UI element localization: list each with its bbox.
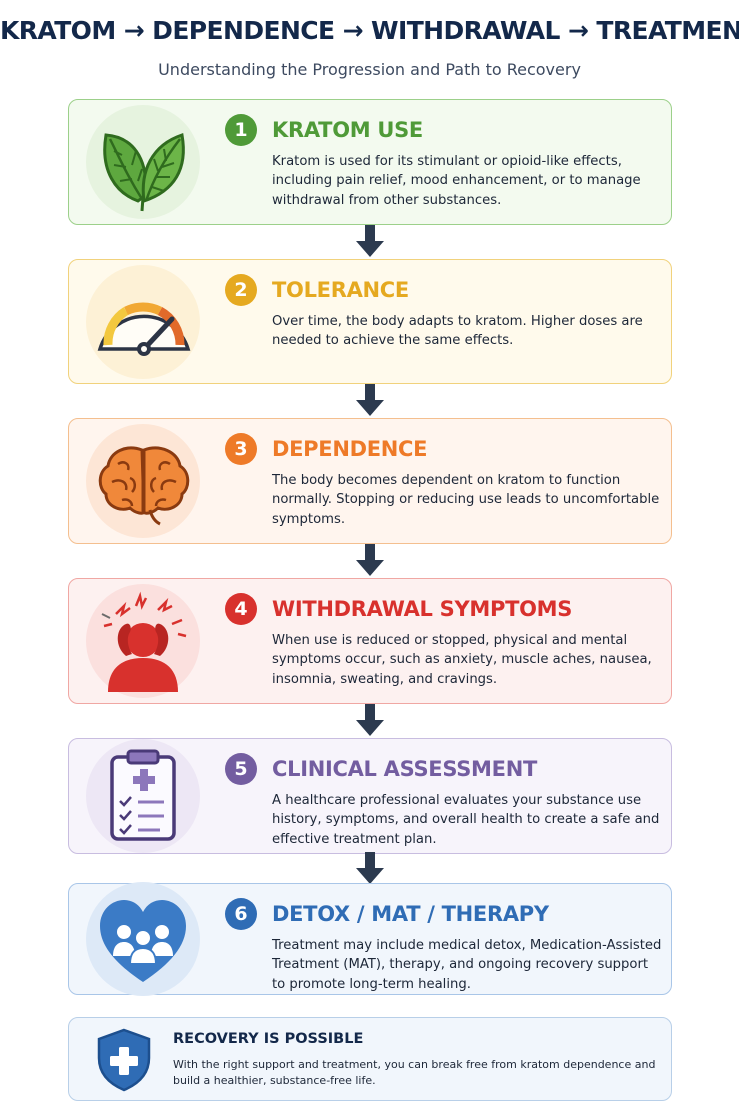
step-title: WITHDRAWAL SYMPTOMS xyxy=(272,597,573,621)
leaves-icon xyxy=(86,105,201,220)
step-title: TOLERANCE xyxy=(272,278,409,302)
step-title: DEPENDENCE xyxy=(272,437,428,461)
step-number-badge: 1 xyxy=(225,114,257,146)
down-arrow-icon xyxy=(354,852,386,886)
down-arrow-icon xyxy=(354,704,386,738)
step-description: Over time, the body adapts to kratom. Hi… xyxy=(272,314,643,349)
recovery-banner: RECOVERY IS POSSIBLE With the right supp… xyxy=(68,1017,672,1101)
brain-icon xyxy=(86,424,201,539)
step-description: A healthcare professional evaluates your… xyxy=(272,793,660,847)
down-arrow-icon xyxy=(354,544,386,578)
step-description: The body becomes dependent on kratom to … xyxy=(272,473,660,527)
step-tolerance: 2 TOLERANCE Over time, the body adapts t… xyxy=(68,259,672,384)
shield-cross-icon xyxy=(95,1028,153,1092)
recovery-description: With the right support and treatment, yo… xyxy=(173,1058,656,1087)
step-description: Kratom is used for its stimulant or opio… xyxy=(272,154,641,208)
step-clinical-assessment: 5 CLINICAL ASSESSMENT A healthcare profe… xyxy=(68,738,672,854)
headache-person-icon xyxy=(86,584,201,699)
step-number-badge: 6 xyxy=(225,898,257,930)
step-detox-mat-therapy: 6 DETOX / MAT / THERAPY Treatment may in… xyxy=(68,882,672,997)
step-title: KRATOM USE xyxy=(272,118,423,142)
page-subtitle: Understanding the Progression and Path t… xyxy=(158,60,581,79)
step-number-badge: 2 xyxy=(225,274,257,306)
down-arrow-icon xyxy=(354,384,386,418)
step-kratom-use: 1 KRATOM USE Kratom is used for its stim… xyxy=(68,99,672,225)
down-arrow-icon xyxy=(354,225,386,259)
step-description: When use is reduced or stopped, physical… xyxy=(272,633,652,687)
step-dependence: 3 DEPENDENCE The body becomes dependent … xyxy=(68,418,672,544)
gauge-icon xyxy=(86,265,201,380)
family-heart-icon xyxy=(86,882,201,997)
recovery-title: RECOVERY IS POSSIBLE xyxy=(173,1031,364,1047)
step-number-badge: 4 xyxy=(225,593,257,625)
step-withdrawal-symptoms: 4 WITHDRAWAL SYMPTOMS When use is reduce… xyxy=(68,578,672,704)
step-number-badge: 5 xyxy=(225,753,257,785)
step-title: DETOX / MAT / THERAPY xyxy=(272,902,549,926)
step-number-badge: 3 xyxy=(225,433,257,465)
clipboard-icon xyxy=(86,739,201,854)
step-description: Treatment may include medical detox, Med… xyxy=(272,938,662,992)
page-title: KRATOM → DEPENDENCE → WITHDRAWAL → TREAT… xyxy=(0,16,739,45)
step-title: CLINICAL ASSESSMENT xyxy=(272,757,538,781)
